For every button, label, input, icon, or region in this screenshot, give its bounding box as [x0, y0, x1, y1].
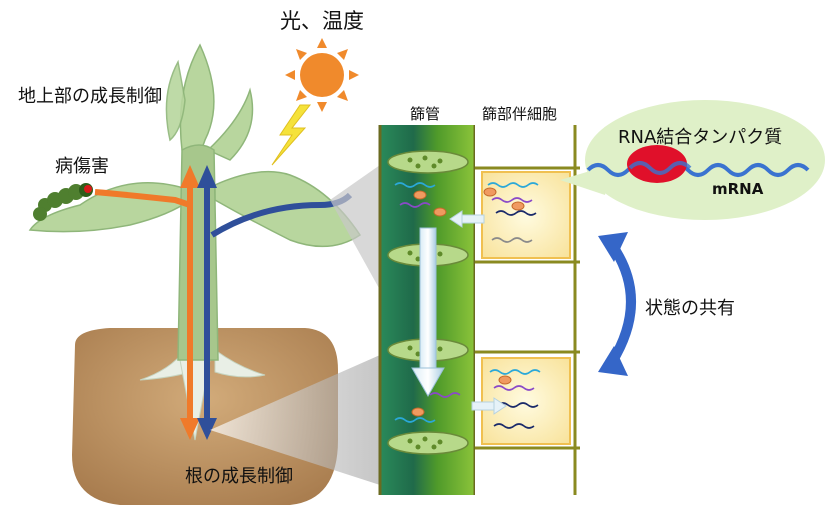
- light-temperature-label: 光、温度: [280, 9, 364, 33]
- sun-icon: [285, 38, 359, 112]
- rna-binding-protein-label: RNA結合タンパク質: [618, 127, 783, 148]
- transport-arrow-down: [411, 227, 445, 398]
- double-arrow-icon: [598, 232, 636, 376]
- sieve-tube-label: 篩管: [410, 105, 441, 123]
- companion-cell-label: 篩部伴細胞: [482, 105, 558, 123]
- above-ground-growth-label: 地上部の成長制御: [18, 86, 162, 107]
- mrna-in-companion-cells: [487, 182, 541, 429]
- disease-damage-label: 病傷害: [55, 156, 109, 177]
- orange-signal-arrow: [94, 165, 200, 440]
- zoom-cone-upper: [330, 165, 380, 290]
- companion-cell-upper: [481, 171, 571, 259]
- root-growth-label: 根の成長制御: [185, 466, 293, 487]
- lightning-icon: [271, 104, 312, 166]
- caterpillar-icon: [33, 183, 93, 221]
- mrna-in-sieve-tube: [394, 182, 461, 423]
- mrna-label: mRNA: [712, 180, 764, 198]
- zoom-cone-lower: [210, 355, 380, 485]
- rna-binding-bubble: [560, 100, 825, 220]
- transfer-arrow-lower: [471, 397, 507, 415]
- protein-dots-companion: [483, 187, 525, 385]
- state-sharing-label: 状態の共有: [645, 298, 735, 319]
- rna-binding-protein-icon: [627, 145, 687, 183]
- protein-dots-sieve: [411, 190, 447, 417]
- transfer-arrow-upper: [449, 210, 485, 228]
